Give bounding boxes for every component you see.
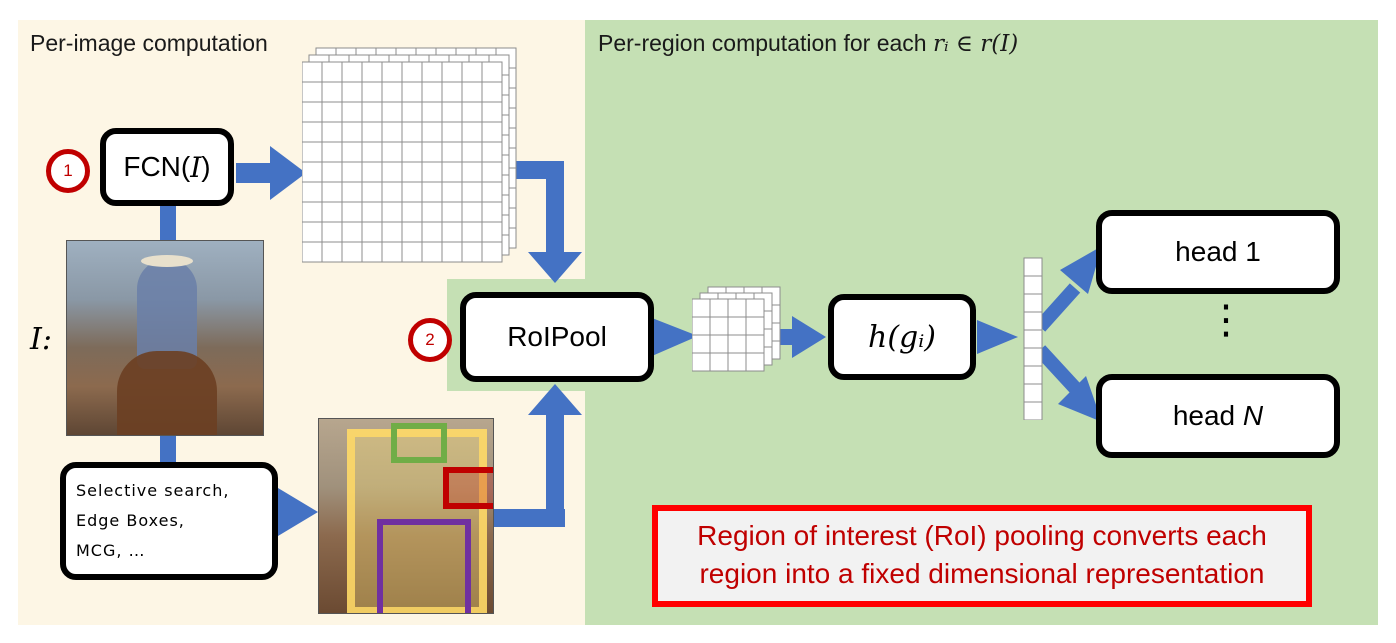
callout-line-1: Region of interest (RoI) pooling convert… (697, 520, 1267, 551)
feature-vector-cells (1023, 257, 1043, 420)
roipool-box: RoIPool (460, 292, 654, 382)
vector-to-head1-arrow-head (1060, 246, 1102, 294)
per-image-label: Per-image computation (30, 30, 268, 56)
head-function-box: h(gᵢ) (828, 294, 976, 380)
regions-to-roipool-arrow-head (528, 384, 582, 415)
featuremap-to-roipool-arrow-head (528, 252, 582, 283)
proposal-methods-box: Selective search, Edge Boxes, MCG, … (60, 462, 278, 580)
feature-vector (1023, 257, 1043, 420)
fcn-to-featuremap-arrow-head (270, 146, 306, 200)
roi-pooling-callout: Region of interest (RoI) pooling convert… (652, 505, 1312, 607)
vertical-ellipsis: ⋮ (1206, 297, 1246, 343)
vector-to-head1-arrow-shaft (1034, 283, 1081, 332)
regions-to-roipool-arrow-shaft (546, 412, 564, 527)
purple-region (377, 519, 471, 613)
head-n-prefix: head (1172, 400, 1243, 431)
image-hat (141, 255, 193, 267)
head-n-var: N (1242, 400, 1264, 431)
roipool-to-grid-arrow (652, 318, 698, 356)
vector-to-headN-arrow-shaft (1034, 345, 1081, 393)
fcn-image-connector (160, 200, 176, 242)
pooled-layer-front (692, 298, 765, 372)
image-label: I: (30, 322, 52, 357)
head-n-box: head N (1096, 374, 1340, 458)
feature-map-stack (302, 47, 517, 263)
pooled-feature-stack (692, 286, 781, 372)
region-proposals-image (318, 418, 494, 614)
fcn-box: FCN(I) (100, 128, 234, 206)
per-region-label-text: Per-region computation for each (598, 30, 933, 56)
grid-to-head-fn-arrow-head (792, 316, 826, 358)
fcn-var: I (190, 150, 202, 184)
per-region-label-math: rᵢ ∈ r(I) (932, 31, 1019, 57)
image-proposals-connector (160, 435, 176, 465)
image-horse-figure (117, 351, 217, 435)
featuremap-to-roipool-arrow-shaft (546, 161, 564, 261)
head-1-box: head 1 (1096, 210, 1340, 294)
fcn-to-featuremap-arrow-shaft (236, 163, 276, 183)
callout-line-2: region into a fixed dimensional represen… (699, 558, 1265, 589)
feature-map-layer-front (302, 61, 503, 263)
proposal-method-3: MCG, … (76, 541, 146, 560)
green-region (391, 423, 447, 463)
fcn-suffix: ) (201, 151, 211, 182)
vector-to-headN-arrow-head (1058, 376, 1102, 422)
proposals-to-regions-arrow (278, 488, 318, 536)
proposal-method-1: Selective search, (76, 481, 230, 500)
fcn-prefix: FCN( (123, 151, 191, 182)
step-2-marker: 2 (408, 318, 452, 362)
step-1-marker: 1 (46, 149, 90, 193)
image-rider-figure (137, 259, 197, 369)
proposal-method-2: Edge Boxes, (76, 511, 185, 530)
red-region (443, 467, 493, 509)
head-fn-to-vector-arrow (977, 320, 1018, 354)
input-image (66, 240, 264, 436)
per-region-label: Per-region computation for each rᵢ ∈ r(I… (598, 30, 1018, 57)
